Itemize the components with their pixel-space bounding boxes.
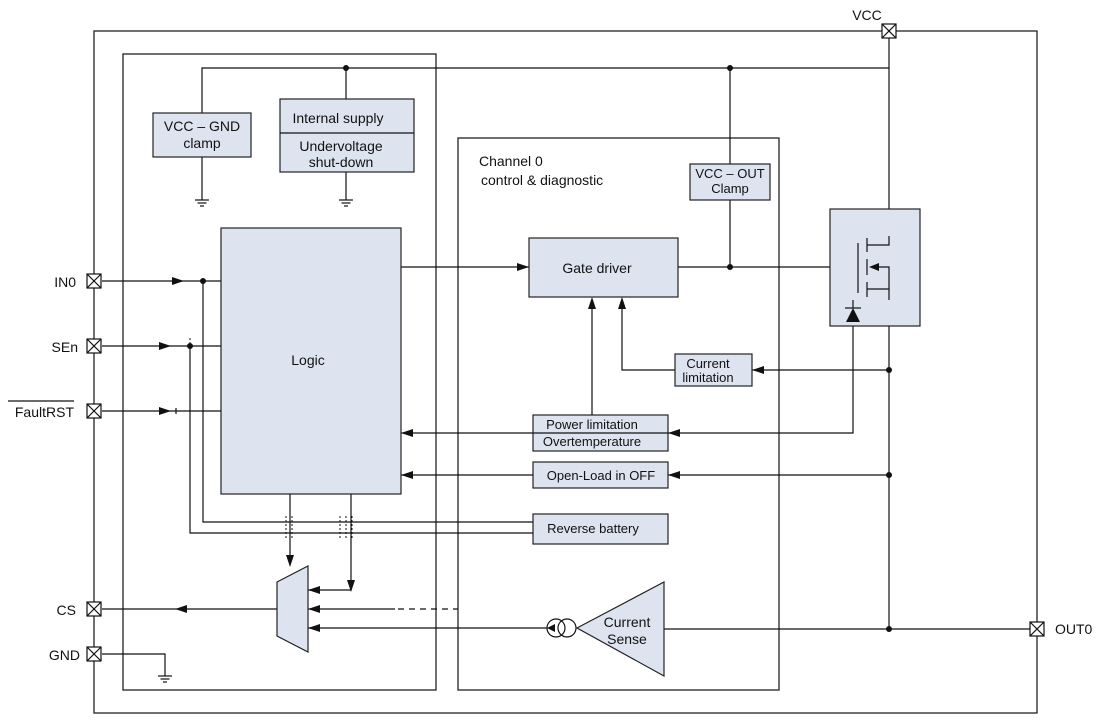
faultrst-pin-label: FaultRST [15, 404, 75, 420]
arrowheads [159, 263, 858, 632]
junction-dots [187, 65, 892, 632]
crossover-marks [189, 338, 353, 540]
vcc-gnd-clamp-label-1: VCC – GND [164, 118, 240, 134]
current-sense-label-1: Current [604, 614, 651, 630]
in0-pin: IN0 [54, 273, 102, 290]
vcc-pin: VCC [852, 7, 897, 39]
ground-symbol [157, 675, 173, 683]
open-load-block: Open-Load in OFF [532, 461, 669, 489]
out0-pin: OUT0 [1029, 621, 1093, 637]
channel-title-2: control & diagnostic [481, 172, 603, 188]
internal-supply-block: Internal supply Undervoltage shut-down [279, 98, 415, 173]
power-mosfet-block [829, 208, 921, 327]
reverse-battery-block: Reverse battery [532, 513, 669, 545]
current-limitation-label-2: limitation [682, 370, 733, 385]
current-sense-label-2: Sense [607, 631, 647, 647]
out0-pin-label: OUT0 [1055, 621, 1093, 637]
vcc-gnd-clamp-block: VCC – GND clamp [152, 112, 252, 158]
diode-icon [845, 300, 861, 322]
faultrst-pin: FaultRST [8, 400, 102, 420]
control-section-outline [122, 53, 437, 691]
cs-multiplexer [276, 565, 309, 653]
sen-pin: SEn [52, 338, 102, 355]
ground-symbol [338, 199, 354, 207]
undervoltage-label-2: shut-down [309, 154, 374, 170]
current-limitation-block: Current limitation [674, 353, 753, 387]
overtemperature-label: Overtemperature [543, 434, 641, 449]
in0-pin-label: IN0 [54, 274, 76, 290]
vcc-out-clamp-label-2: Clamp [711, 181, 749, 196]
power-limitation-label: Power limitation [546, 417, 638, 432]
gate-driver-label: Gate driver [562, 260, 632, 276]
channel-title-1: Channel 0 [479, 153, 543, 169]
gnd-pin-label: GND [49, 647, 80, 663]
current-source-icon [546, 618, 577, 638]
current-sense-block: Current Sense [575, 581, 665, 678]
logic-label: Logic [291, 352, 324, 368]
vcc-pin-label: VCC [852, 7, 882, 23]
gnd-pin: GND [49, 646, 102, 663]
vcc-out-clamp-label-1: VCC – OUT [695, 166, 764, 181]
channel-title: Channel 0 control & diagnostic [479, 153, 603, 188]
reverse-battery-label: Reverse battery [547, 521, 639, 536]
vcc-out-clamp-block: VCC – OUT Clamp [689, 163, 771, 201]
open-load-label: Open-Load in OFF [547, 468, 655, 483]
device-outline [93, 30, 1038, 714]
sen-pin-label: SEn [52, 339, 78, 355]
current-limitation-label-1: Current [686, 356, 730, 371]
internal-supply-label: Internal supply [292, 110, 383, 126]
logic-block: Logic [220, 227, 402, 495]
power-limitation-block: Power limitation Overtemperature [532, 414, 669, 452]
undervoltage-label-1: Undervoltage [299, 138, 382, 154]
ground-symbol [194, 199, 210, 207]
channel-section-outline [457, 137, 780, 691]
cs-pin-label: CS [57, 602, 76, 618]
gate-driver-block: Gate driver [528, 237, 679, 298]
vcc-gnd-clamp-label-2: clamp [183, 135, 221, 151]
cs-pin: CS [57, 601, 102, 618]
